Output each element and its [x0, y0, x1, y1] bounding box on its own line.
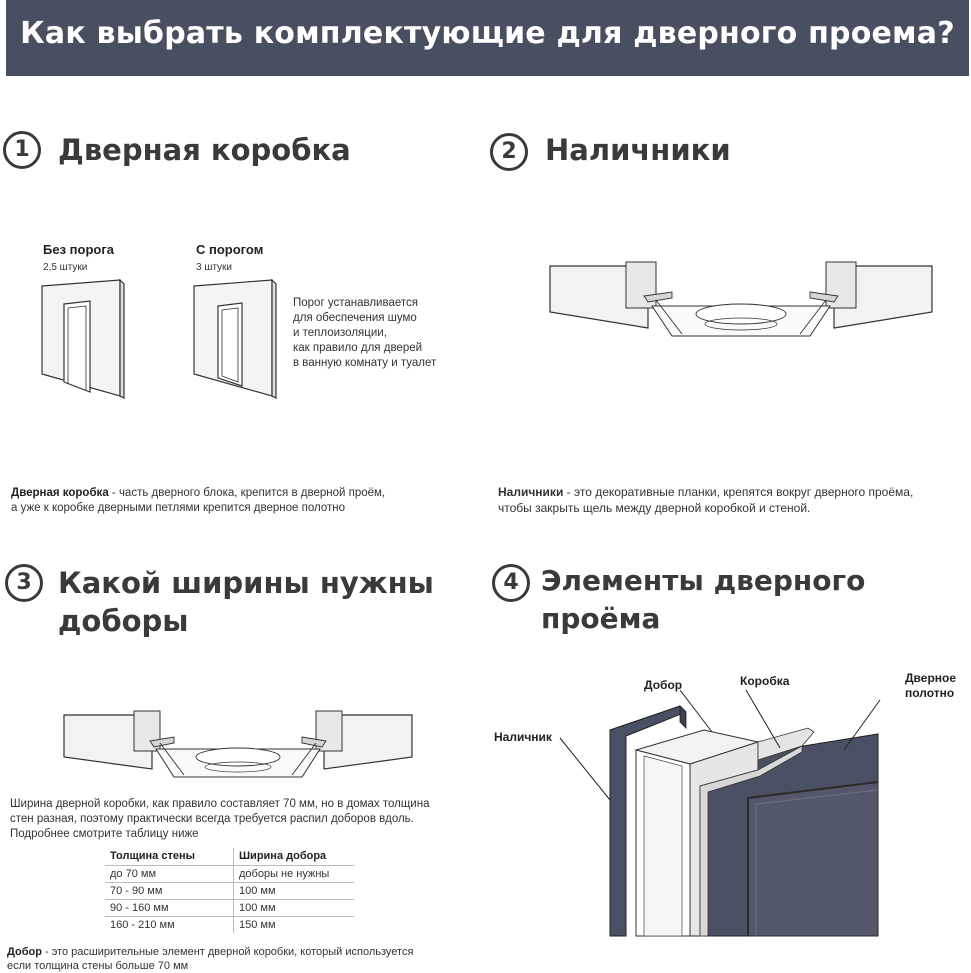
- table-cell: до 70 мм: [105, 866, 234, 883]
- callout-door-leaf-line: полотно: [905, 686, 956, 701]
- table-row: 70 - 90 мм 100 мм: [105, 883, 354, 900]
- table-row: до 70 мм доборы не нужны: [105, 866, 354, 883]
- extension-width-description: Ширина дверной коробки, как правило сост…: [10, 797, 429, 842]
- definition-text: чтобы закрыть щель между дверной коробко…: [498, 501, 913, 517]
- door-frame-no-threshold-illustration: [40, 278, 130, 400]
- extension-width-table: Толщина стены Ширина добора до 70 мм доб…: [105, 848, 354, 933]
- description-line: Подробнее смотрите таблицу ниже: [10, 827, 429, 842]
- description-line: стен разная, поэтому практически всегда …: [10, 812, 429, 827]
- section-4-title: Элементы дверного проёма: [541, 562, 971, 638]
- section-4-number-badge: 4: [492, 564, 530, 602]
- casing-definition: Наличники - это декоративные планки, кре…: [498, 485, 913, 516]
- section-1-title: Дверная коробка: [58, 131, 351, 169]
- table-cell: 90 - 160 мм: [105, 900, 234, 917]
- table-cell: 70 - 90 мм: [105, 883, 234, 900]
- definition-text: - это декоративные планки, крепятся вокр…: [563, 485, 913, 499]
- definition-text: а уже к коробке дверными петлями крепитс…: [11, 501, 385, 516]
- section-1-number-badge: 1: [3, 131, 41, 169]
- table-cell: доборы не нужны: [234, 866, 355, 883]
- extension-section-illustration: [62, 711, 414, 781]
- variant-threshold-count: 3 штуки: [196, 262, 232, 273]
- variant-no-threshold-count: 2,5 штуки: [43, 262, 87, 273]
- section-2-title: Наличники: [545, 131, 731, 169]
- section-3-title-line: Какой ширины нужны: [58, 564, 434, 602]
- section-3-title: Какой ширины нужны доборы: [58, 564, 434, 640]
- extension-definition: Добор - это расширительные элемент дверн…: [7, 946, 413, 973]
- section-3-number-badge: 3: [5, 564, 43, 602]
- threshold-note-line: Порог устанавливается: [293, 296, 436, 311]
- casing-section-illustration: [548, 262, 936, 342]
- door-frame-definition: Дверная коробка - часть дверного блока, …: [11, 486, 385, 516]
- threshold-note-line: для обеспечения шумо: [293, 311, 436, 326]
- definition-term: Наличники: [498, 485, 563, 499]
- definition-term: Дверная коробка: [11, 487, 109, 499]
- table-row: 90 - 160 мм 100 мм: [105, 900, 354, 917]
- definition-text: если толщина стены больше 70 мм: [7, 960, 413, 973]
- variant-threshold-label: С порогом: [196, 242, 263, 257]
- callout-door-leaf: Дверное полотно: [905, 671, 956, 701]
- table-cell: 160 - 210 мм: [105, 917, 234, 934]
- callout-nalichnik: Наличник: [494, 730, 552, 745]
- table-cell: 100 мм: [234, 883, 355, 900]
- door-opening-elements-illustration: [490, 670, 890, 940]
- threshold-note-line: как правило для дверей: [293, 341, 436, 356]
- page-title: Как выбрать комплектующие для дверного п…: [6, 16, 969, 51]
- section-2-number-badge: 2: [490, 133, 528, 171]
- variant-no-threshold-label: Без порога: [43, 242, 114, 257]
- header-banner: Как выбрать комплектующие для дверного п…: [6, 0, 969, 76]
- table-cell: 150 мм: [234, 917, 355, 934]
- callout-door-leaf-line: Дверное: [905, 671, 956, 686]
- description-line: Ширина дверной коробки, как правило сост…: [10, 797, 429, 812]
- threshold-note-line: и теплоизоляции,: [293, 326, 436, 341]
- column-header-extension-width: Ширина добора: [234, 848, 355, 866]
- column-header-wall-thickness: Толщина стены: [105, 848, 234, 866]
- table-row: 160 - 210 мм 150 мм: [105, 917, 354, 934]
- table-cell: 100 мм: [234, 900, 355, 917]
- threshold-note: Порог устанавливается для обеспечения шу…: [293, 296, 436, 371]
- definition-term: Добор: [7, 946, 42, 958]
- definition-text: - это расширительные элемент дверной кор…: [42, 946, 413, 958]
- callout-dobor: Добор: [644, 678, 682, 693]
- section-3-title-line: доборы: [58, 602, 434, 640]
- definition-text: - часть дверного блока, крепится в дверн…: [109, 487, 385, 499]
- callout-korobka: Коробка: [740, 674, 789, 689]
- door-frame-with-threshold-illustration: [192, 278, 282, 400]
- threshold-note-line: в ванную комнату и туалет: [293, 356, 436, 371]
- table-header-row: Толщина стены Ширина добора: [105, 848, 354, 866]
